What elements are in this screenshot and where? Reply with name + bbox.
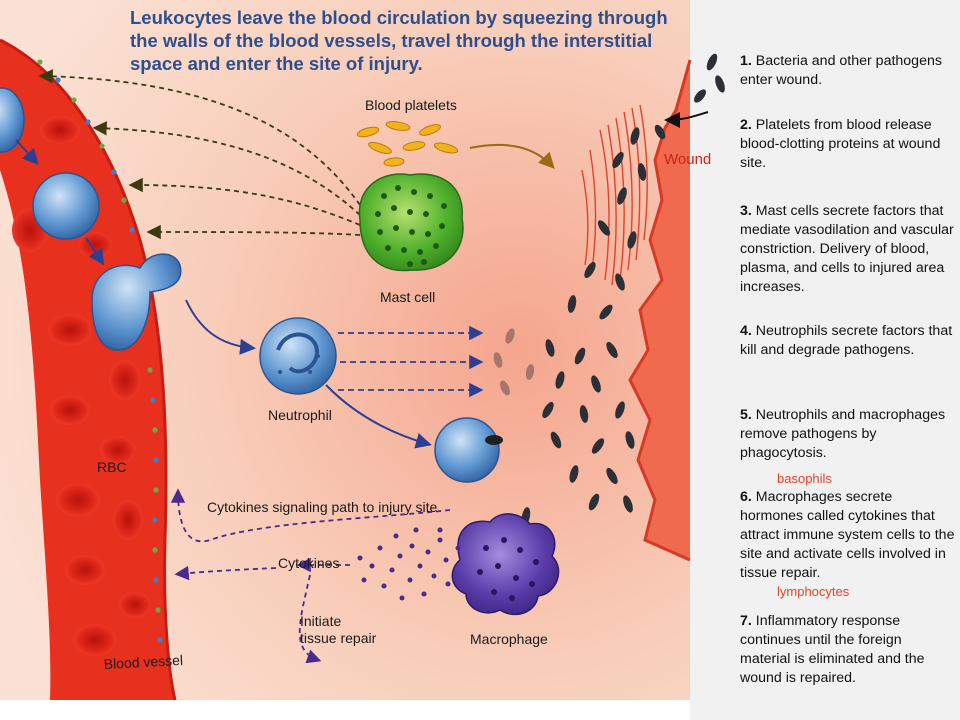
- step-text: Platelets from blood release blood-clott…: [740, 117, 941, 171]
- leukocytes-in-vessel: [0, 87, 182, 351]
- step-4: 4. Neutrophils secrete factors that kill…: [740, 322, 955, 360]
- neutrophil-secretion-arrows: [338, 325, 484, 398]
- label-wound: Wound: [664, 151, 711, 168]
- step-number: 7.: [740, 613, 752, 629]
- step-7: 7. Inflammatory response continues until…: [740, 612, 955, 688]
- caption-text: Leukocytes leave the blood circulation b…: [130, 7, 668, 74]
- macrophage-cell: [451, 513, 560, 616]
- step-text: Inflammatory response continues until th…: [740, 613, 925, 686]
- step-text: Bacteria and other pathogens enter wound…: [740, 53, 942, 88]
- torn-tissue-fibers: [581, 104, 648, 286]
- mast-cell: [358, 173, 464, 272]
- vessel-flow-arrows: [15, 139, 256, 355]
- step-number: 6.: [740, 489, 752, 505]
- blood-platelets: [356, 121, 459, 167]
- step-text: Macrophages secrete hormones called cyto…: [740, 489, 955, 581]
- degraded-pathogens: [493, 328, 535, 396]
- vessel-wall-dots: [37, 59, 163, 643]
- wound-edge: [630, 60, 690, 560]
- step-text: Neutrophils and macrophages remove patho…: [740, 407, 946, 461]
- label-cytokines-path: Cytokines signaling path to injury site: [207, 499, 438, 515]
- cytokine-signal-paths: [170, 488, 451, 664]
- step-number: 2.: [740, 117, 752, 133]
- label-mast-cell: Mast cell: [380, 289, 435, 305]
- red-blood-cells: [12, 116, 151, 656]
- step-number: 3.: [740, 203, 752, 219]
- label-rbc: RBC: [97, 459, 127, 475]
- annotation-basophils: basophils: [777, 471, 832, 486]
- bacteria: [521, 53, 725, 525]
- phagocytic-neutrophil: [434, 417, 503, 483]
- step-number: 1.: [740, 53, 752, 69]
- label-blood-vessel: Blood vessel: [103, 652, 183, 672]
- label-macrophage: Macrophage: [470, 631, 548, 647]
- label-initiate: Initiate: [300, 613, 341, 629]
- label-blood-platelets: Blood platelets: [365, 97, 457, 113]
- steps-panel-background: [690, 0, 960, 720]
- step-1: 1. Bacteria and other pathogens enter wo…: [740, 52, 955, 90]
- pathogen-entry-arrow: [664, 111, 709, 128]
- step-6: 6. Macrophages secrete hormones called c…: [740, 488, 955, 583]
- mast-cell-signal-arrows: [38, 69, 361, 240]
- step-2: 2. Platelets from blood release blood-cl…: [740, 116, 955, 173]
- neutrophil-cell: [259, 317, 337, 395]
- label-tissue-repair: tissue repair: [300, 630, 377, 646]
- label-neutrophil: Neutrophil: [268, 407, 332, 423]
- step-number: 5.: [740, 407, 752, 423]
- step-5: 5. Neutrophils and macrophages remove pa…: [740, 406, 955, 463]
- annotation-lymphocytes: lymphocytes: [777, 584, 850, 599]
- label-cytokines: Cytokines: [278, 555, 339, 571]
- step-text: Mast cells secrete factors that mediate …: [740, 203, 954, 295]
- step-number: 4.: [740, 323, 752, 339]
- cytokine-particles: [357, 527, 461, 601]
- step-3: 3. Mast cells secrete factors that media…: [740, 202, 955, 297]
- step-text: Neutrophils secrete factors that kill an…: [740, 323, 953, 358]
